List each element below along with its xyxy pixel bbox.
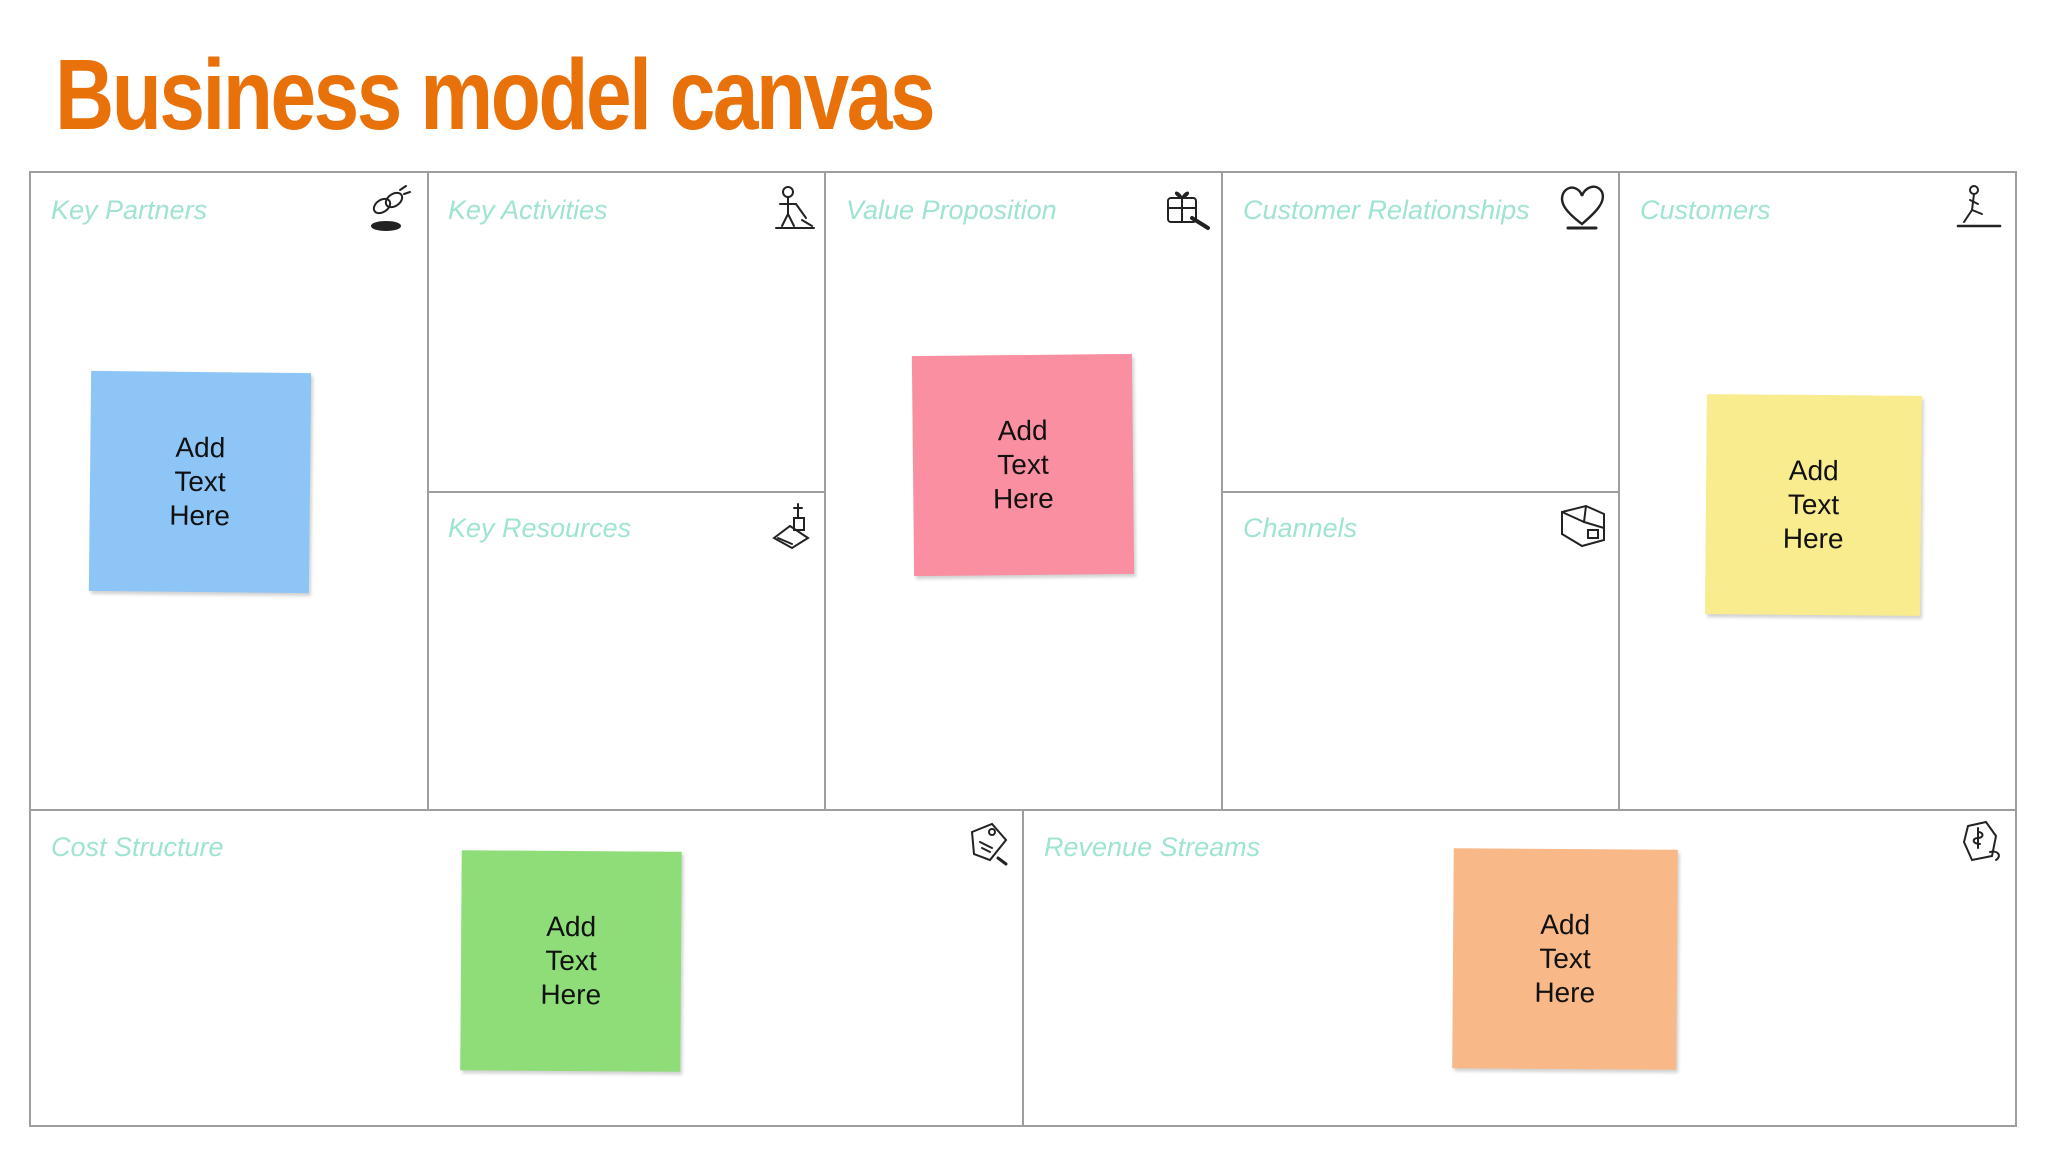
block-label-key-resources: Key Resources	[448, 513, 632, 543]
sticky-note-text: Add Text Here	[540, 910, 602, 1011]
heart-icon	[1556, 180, 1608, 232]
divider	[1221, 491, 1620, 493]
page-title: Business model canvas	[55, 39, 936, 151]
divider	[1022, 809, 1024, 1125]
sticky-note-text: Add Text Here	[169, 431, 231, 532]
block-label-cost-structure: Cost Structure	[51, 832, 224, 862]
sticky-note-yellow[interactable]: Add Text Here	[1705, 394, 1922, 616]
person-icon	[1952, 180, 2004, 232]
block-label-key-activities: Key Activities	[448, 195, 608, 225]
sticky-note-green[interactable]: Add Text Here	[460, 850, 682, 1072]
block-label-value-proposition: Value Proposition	[846, 195, 1057, 225]
gift-icon	[1162, 182, 1214, 234]
price-tag-icon	[962, 818, 1014, 870]
block-label-revenue-streams: Revenue Streams	[1044, 832, 1261, 862]
sticky-note-text: Add Text Here	[992, 414, 1054, 515]
sticky-note-text: Add Text Here	[1534, 908, 1596, 1009]
canvas-grid	[29, 171, 2017, 1127]
block-label-customers: Customers	[1640, 195, 1771, 225]
block-label-channels: Channels	[1243, 513, 1358, 543]
divider	[427, 491, 826, 493]
sticky-note-orange[interactable]: Add Text Here	[1452, 848, 1678, 1070]
sticky-note-text: Add Text Here	[1782, 454, 1844, 555]
sticky-note-pink[interactable]: Add Text Here	[911, 353, 1135, 577]
chain-link-icon	[364, 182, 416, 234]
block-label-key-partners: Key Partners	[51, 195, 208, 225]
resources-icon	[768, 498, 820, 550]
truck-icon	[1558, 498, 1610, 550]
worker-icon	[768, 182, 820, 234]
block-label-customer-relationships: Customer Relationships	[1243, 195, 1530, 225]
sticky-note-blue[interactable]: Add Text Here	[88, 370, 312, 594]
money-bag-icon	[1956, 816, 2008, 868]
